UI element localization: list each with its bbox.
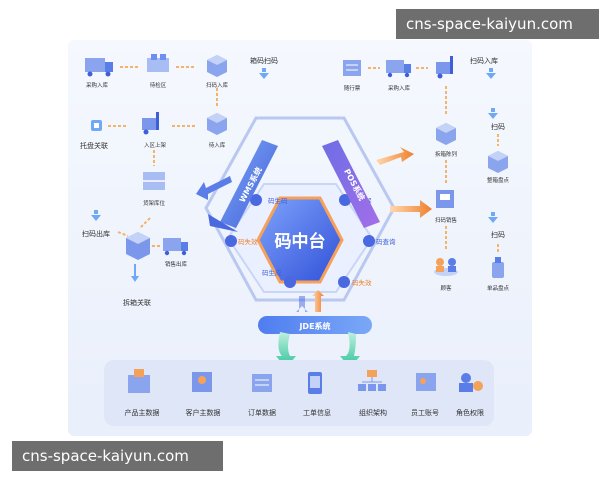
- scan-out-label: 扫码出库: [82, 229, 110, 238]
- svg-text:组织架构: 组织架构: [359, 408, 387, 417]
- svg-text:码生码: 码生码: [268, 196, 288, 205]
- bottom-item-work-order: 工单信息: [303, 372, 331, 417]
- orange-arrow-top: [296, 290, 324, 312]
- bottom-item-role: 角色权限: [456, 373, 484, 417]
- hex-node-6: 码失效: [338, 276, 372, 288]
- box-scan-label: 箱码扫码: [250, 56, 278, 65]
- svg-text:码失效: 码失效: [352, 278, 372, 287]
- hex-node-4: 码查询: [363, 235, 396, 247]
- box-count-label: 整箱盘点: [487, 176, 510, 184]
- watermark-top: cns-space-kaiyun.com: [396, 9, 599, 39]
- watermark-bottom: cns-space-kaiyun.com: [12, 441, 223, 471]
- orange-arrow-right: [376, 147, 414, 165]
- pending-area-label: 待检区: [150, 81, 167, 89]
- ticket-label: 随行票: [344, 84, 361, 92]
- svg-text:角色权限: 角色权限: [456, 408, 484, 417]
- left-purchase-in-label: 采购入库: [86, 81, 109, 89]
- tray-link-label: 托盘关联: [80, 141, 108, 150]
- hex-node-5: 码生成: [262, 268, 296, 288]
- unit-count-label: 单品盘点: [487, 284, 510, 292]
- right-scan-in-label: 扫码入库: [470, 56, 498, 65]
- pending-in-label: 待入库: [209, 141, 226, 149]
- unbox-display-label: 拆箱陈列: [435, 150, 458, 158]
- bottom-item-product: 产品主数据: [125, 369, 160, 417]
- outer-hexagon: [204, 116, 396, 302]
- scan-out-arrow-icon: [91, 210, 101, 221]
- unbox-link-label: 拆箱关联: [123, 298, 151, 307]
- right-forklift-icon: [436, 56, 453, 79]
- sales-truck-icon: [163, 238, 188, 256]
- bottom-item-employee: 员工账号: [411, 373, 439, 417]
- sales-out-label: 销售出库: [165, 260, 188, 268]
- pending-in-box-icon: [207, 113, 227, 135]
- tray-icon: [91, 120, 102, 131]
- scan2-arrow-icon: [488, 212, 498, 223]
- right-scan-in-arrow-icon: [486, 68, 496, 79]
- unbox-arrow-icon: [131, 264, 139, 282]
- hex-node-3: 码失效: [225, 235, 258, 247]
- right-purchase-in-label: 采购入库: [388, 84, 411, 92]
- box-scan-arrow-icon: [259, 68, 269, 79]
- scan1-label: 扫码: [491, 122, 505, 131]
- unit-count-icon: [492, 257, 504, 278]
- shelf-icon: [143, 172, 165, 190]
- scan-sales-icon: [436, 190, 454, 208]
- ticket-icon: [343, 60, 361, 76]
- orange-arrow-right-2: [390, 200, 432, 218]
- right-purchase-truck-icon: [386, 60, 411, 78]
- bottom-item-org: 组织架构: [358, 370, 387, 417]
- center-title: 码中台: [275, 231, 326, 252]
- left-scan-in-label: 扫码入库: [206, 81, 229, 89]
- customer-label: 顾客: [440, 284, 452, 292]
- svg-text:工单信息: 工单信息: [303, 408, 331, 417]
- box-count-icon: [488, 151, 508, 173]
- right-flow: 随行票 采购入库 扫码入库 拆箱陈列 扫码: [343, 56, 509, 292]
- svg-text:码生成: 码生成: [262, 268, 282, 277]
- scan1-arrow-icon: [488, 108, 498, 119]
- pending-area-icon: [147, 54, 169, 72]
- shelf-location-label: 货架库位: [143, 199, 166, 207]
- left-flow: 采购入库 待检区 扫码入库 箱码扫码 托盘关联 入区上架: [80, 54, 278, 307]
- jde-system-band: JDE系统: [258, 316, 372, 334]
- svg-text:订单数据: 订单数据: [248, 408, 276, 417]
- scan2-label: 扫码: [491, 230, 505, 239]
- customer-icon: [434, 258, 458, 276]
- enter-shelf-label: 入区上架: [144, 141, 167, 149]
- svg-text:码查询: 码查询: [376, 237, 396, 246]
- svg-text:员工账号: 员工账号: [411, 408, 439, 417]
- blue-arrow-left: [196, 176, 232, 200]
- purchase-truck-icon: [85, 58, 113, 77]
- open-box-icon: [126, 232, 150, 260]
- green-arrow-right: [340, 332, 360, 368]
- hex-node-1: 码生码: [250, 194, 288, 206]
- svg-text:产品主数据: 产品主数据: [125, 408, 160, 417]
- unbox-display-icon: [436, 123, 456, 145]
- svg-text:JDE系统: JDE系统: [298, 321, 330, 331]
- bottom-item-order: 订单数据: [248, 374, 276, 417]
- scan-sales-label: 扫码销售: [435, 216, 457, 224]
- svg-text:客户主数据: 客户主数据: [186, 408, 221, 417]
- scan-in-box-icon: [207, 55, 227, 77]
- bottom-item-customer: 客户主数据: [186, 372, 221, 417]
- core-hexagon: [256, 196, 344, 284]
- forklift-icon: [142, 112, 159, 135]
- green-arrow-left: [276, 332, 296, 368]
- svg-text:码失效: 码失效: [238, 237, 258, 246]
